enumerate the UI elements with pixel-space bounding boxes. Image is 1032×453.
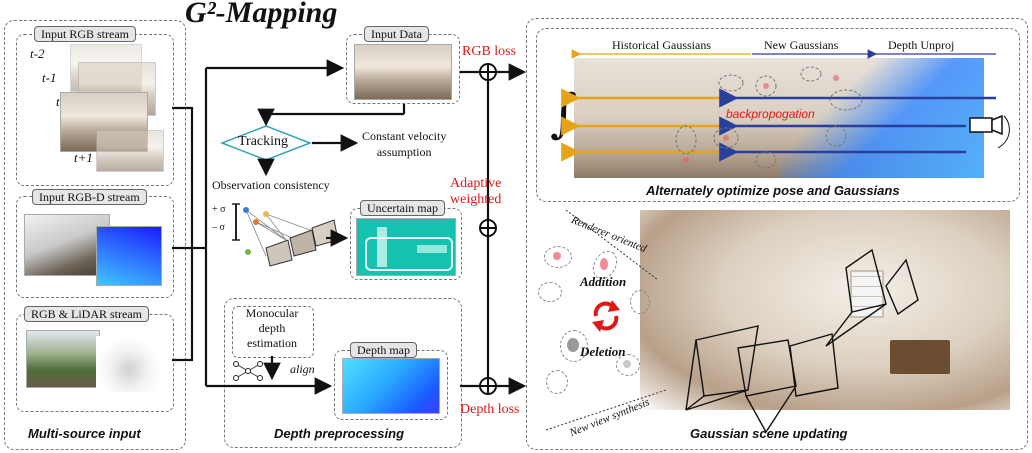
frame-label: t+1 bbox=[74, 150, 93, 165]
right-panel bbox=[526, 18, 1028, 450]
gaussian-ellipse bbox=[616, 354, 640, 376]
align-label: align bbox=[290, 362, 315, 376]
rgbd-stream-label: Input RGB-D stream bbox=[32, 189, 147, 205]
optimize-box bbox=[536, 28, 1020, 202]
backpropagation-label: backpropogation bbox=[726, 107, 815, 121]
gaussian-blob bbox=[623, 360, 631, 368]
depth-overlay bbox=[780, 58, 984, 178]
frame-image bbox=[96, 130, 164, 172]
scene-updating-caption: Gaussian scene updating bbox=[690, 426, 848, 441]
gaussian-blob bbox=[553, 252, 561, 260]
camera-graph-illustration bbox=[232, 203, 339, 267]
depth-unproj-label: Depth Unproj bbox=[888, 38, 955, 52]
monocular-depth-label: Monocular depth estimation bbox=[245, 306, 299, 350]
page-title: G²-Mapping bbox=[185, 0, 338, 29]
frame-label: t bbox=[56, 94, 60, 109]
multi-source-panel bbox=[4, 20, 186, 450]
deletion-label: Deletion bbox=[580, 344, 626, 359]
input-data-image bbox=[354, 44, 452, 100]
uncertain-map-image bbox=[356, 218, 456, 276]
adaptive-weighted-label: Adaptive weighted bbox=[450, 176, 502, 207]
rgbd-depth-image bbox=[96, 226, 162, 286]
depth-loss-label: Depth loss bbox=[460, 402, 520, 417]
dresser-feature bbox=[890, 340, 950, 374]
lidar-pointcloud-image bbox=[96, 336, 162, 392]
gaussian-ellipse bbox=[544, 246, 572, 268]
constant-velocity-label: Constant velocity assumption bbox=[362, 129, 447, 159]
uncertain-map-label: Uncertain map bbox=[360, 200, 445, 216]
new-gaussians-label: New Gaussians bbox=[764, 38, 839, 52]
historical-gaussians-label: Historical Gaussians bbox=[612, 38, 711, 52]
depth-preprocessing-caption: Depth preprocessing bbox=[274, 426, 405, 441]
addition-label: Addition bbox=[580, 274, 627, 289]
multi-source-caption: Multi-source input bbox=[28, 426, 141, 441]
gaussian-blob bbox=[600, 258, 608, 270]
gaussian-ellipse bbox=[630, 290, 650, 314]
cycle-icon bbox=[592, 300, 620, 332]
gaussian-ellipse bbox=[560, 330, 588, 362]
input-data-label: Input Data bbox=[364, 26, 429, 42]
rgb-stream-label: Input RGB stream bbox=[34, 26, 136, 42]
neural-network-icon bbox=[233, 361, 263, 381]
frame-label: t-1 bbox=[42, 70, 57, 85]
rgbd-color-image bbox=[24, 214, 110, 276]
depth-map-image bbox=[342, 358, 440, 414]
lidar-stream-label: RGB & LiDAR stream bbox=[24, 306, 149, 322]
depth-preprocessing-panel bbox=[224, 298, 462, 448]
gaussian-arrows bbox=[561, 49, 1010, 169]
gaussian-ellipse bbox=[538, 282, 562, 302]
sigma-minus-label: – σ bbox=[212, 222, 225, 233]
optimize-caption: Alternately optimize pose and Gaussians bbox=[646, 183, 900, 198]
rgb-loss-label: RGB loss bbox=[462, 44, 517, 59]
gaussian-ellipse bbox=[546, 370, 568, 394]
gaussian-blob bbox=[567, 338, 579, 352]
sigma-plus-label: + σ bbox=[212, 204, 226, 215]
lidar-rgb-image bbox=[26, 330, 100, 388]
observation-consistency-label: Observation consistency bbox=[212, 178, 330, 192]
depth-map-label: Depth map bbox=[350, 342, 417, 358]
frame-label: t-2 bbox=[30, 46, 45, 61]
renderer-lines bbox=[545, 209, 919, 433]
tracking-label: Tracking bbox=[238, 134, 289, 149]
